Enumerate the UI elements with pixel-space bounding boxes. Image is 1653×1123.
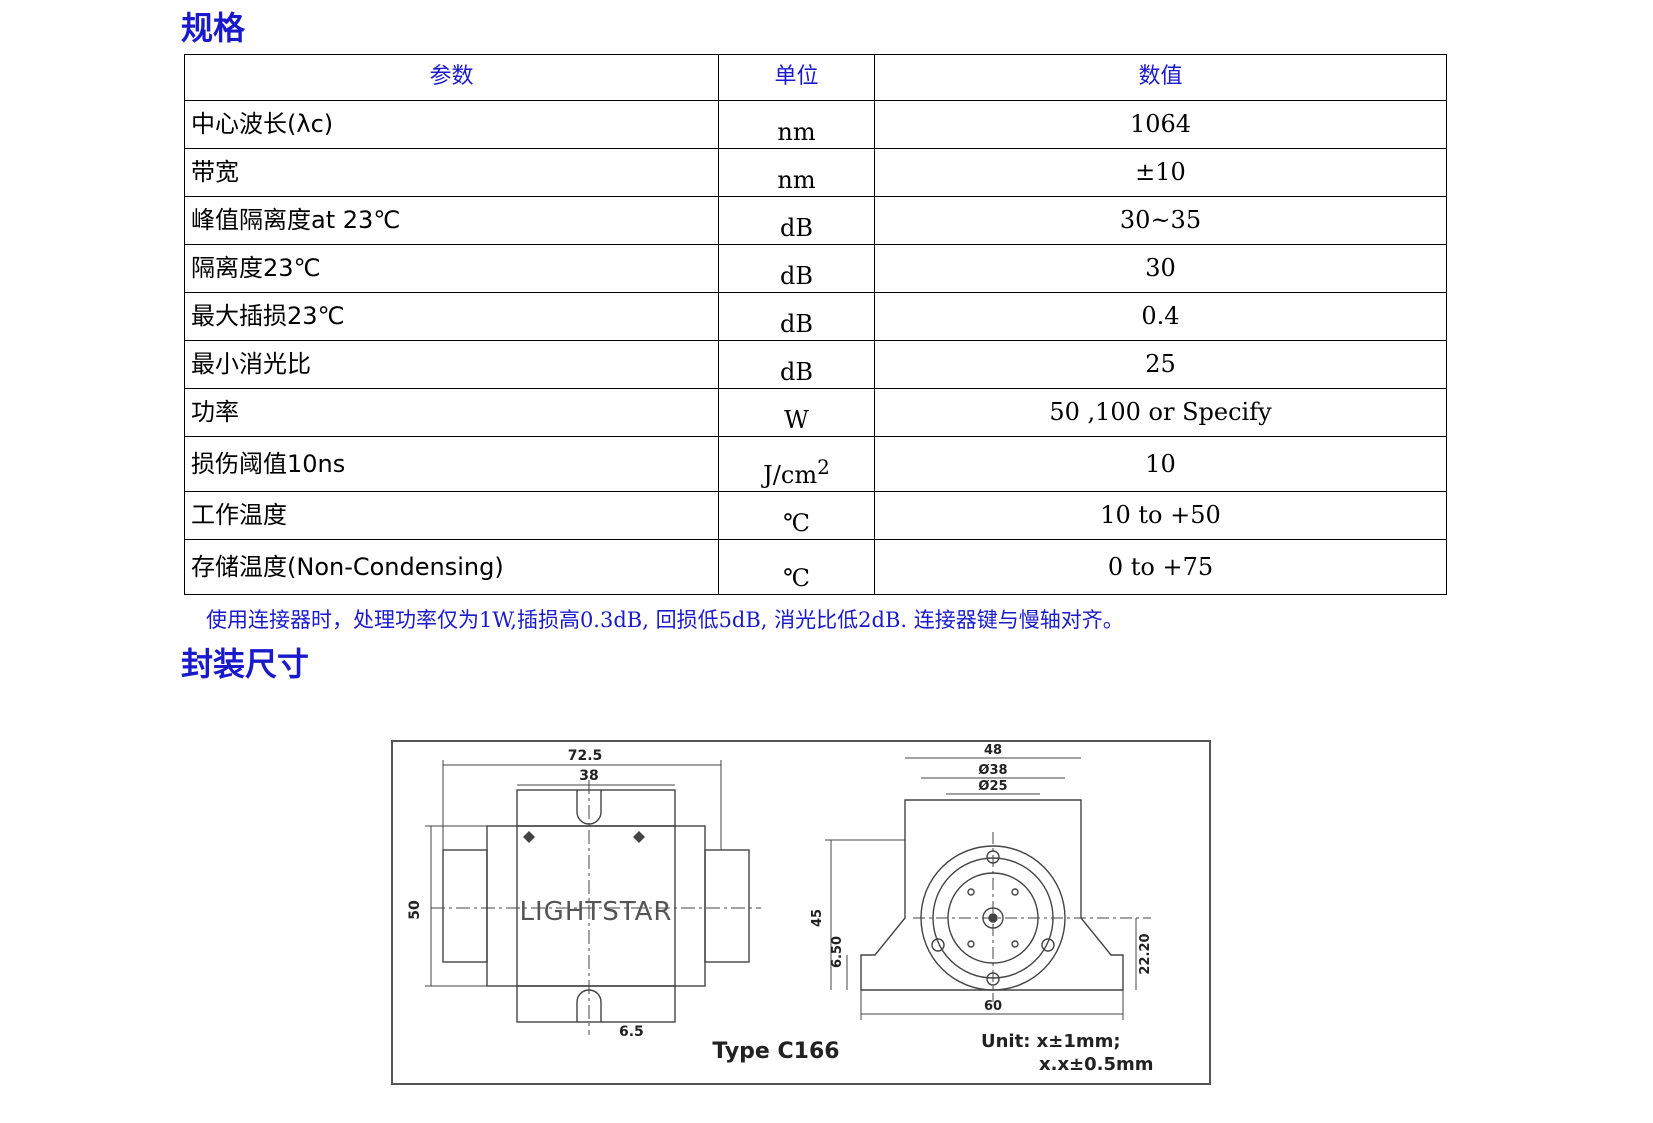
table-row: 存储温度(Non-Condensing) ℃ 0 to +75 — [184, 539, 1447, 595]
header-param: 参数 — [184, 54, 719, 101]
table-row: 峰值隔离度at 23℃ dB 30~35 — [184, 196, 1447, 245]
unit-cell: ℃ — [718, 539, 875, 595]
section-title-package: 封装尺寸 — [181, 645, 310, 683]
unit-superscript: 2 — [817, 454, 830, 479]
param-cell: 最小消光比 — [184, 340, 719, 389]
header-unit: 单位 — [718, 54, 875, 101]
dim-center-height: 22.20 — [1138, 933, 1153, 974]
value-cell: 0.4 — [874, 292, 1447, 341]
param-cell: 带宽 — [184, 148, 719, 197]
param-cell: 中心波长(λc) — [184, 100, 719, 149]
value-cell: 10 to +50 — [874, 491, 1447, 540]
table-row: 损伤阈值10ns J/cm2 10 — [184, 436, 1447, 492]
drawing-frame — [391, 740, 1211, 1085]
value-cell: 30 — [874, 244, 1447, 293]
value-cell: 0 to +75 — [874, 539, 1447, 595]
side-view — [425, 760, 761, 1035]
param-cell: 最大插损23℃ — [184, 292, 719, 341]
unit-cell: dB — [718, 340, 875, 389]
unit-line-1: Unit: x±1mm; — [981, 1031, 1121, 1052]
type-label: Type C166 — [712, 1039, 839, 1064]
value-cell: 1064 — [874, 100, 1447, 149]
param-cell: 隔离度23℃ — [184, 244, 719, 293]
dim-front-height: 45 — [810, 909, 825, 927]
table-row: 最大插损23℃ dB 0.4 — [184, 292, 1447, 341]
dim-overall-length: 72.5 — [568, 748, 603, 764]
table-row: 工作温度 ℃ 10 to +50 — [184, 491, 1447, 540]
dim-base-height: 6.50 — [830, 936, 845, 968]
table-row: 隔离度23℃ dB 30 — [184, 244, 1447, 293]
param-cell: 峰值隔离度at 23℃ — [184, 196, 719, 245]
table-row: 中心波长(λc) nm 1064 — [184, 100, 1447, 149]
brand-label: LIGHTSTAR — [520, 897, 673, 927]
dim-height: 50 — [407, 900, 423, 920]
value-cell: 10 — [874, 436, 1447, 492]
table-header-row: 参数 单位 数值 — [184, 54, 1447, 101]
unit-cell: nm — [718, 148, 875, 197]
front-view — [825, 757, 1151, 1020]
unit-cell: nm — [718, 100, 875, 149]
param-cell: 存储温度(Non-Condensing) — [184, 539, 719, 595]
unit-line-2: x.x±0.5mm — [1039, 1054, 1154, 1075]
unit-cell: dB — [718, 244, 875, 293]
unit-text: J/cm — [763, 460, 818, 489]
param-cell: 损伤阈值10ns — [184, 436, 719, 492]
table-row: 最小消光比 dB 25 — [184, 340, 1447, 389]
section-title-spec: 规格 — [181, 9, 246, 47]
unit-cell: W — [718, 388, 875, 437]
package-dimension-drawing: 72.5 38 50 6.5 LIGHTSTAR Type C166 48 Ø3… — [391, 740, 1211, 1085]
param-cell: 功率 — [184, 388, 719, 437]
param-cell: 工作温度 — [184, 491, 719, 540]
connector-note: 使用连接器时，处理功率仅为1W,插损高0.3dB, 回损低5dB, 消光比低2d… — [206, 608, 1124, 632]
unit-cell: J/cm2 — [718, 436, 875, 492]
dim-width: 48 — [984, 743, 1002, 758]
unit-cell: ℃ — [718, 491, 875, 540]
dim-slot: 6.5 — [619, 1024, 644, 1040]
spec-table: 参数 单位 数值 中心波长(λc) nm 1064 带宽 nm ±10 峰值隔离… — [184, 54, 1447, 595]
table-row: 带宽 nm ±10 — [184, 148, 1447, 197]
dim-foot-width: 60 — [984, 999, 1002, 1014]
dim-diameter-25: Ø25 — [978, 779, 1007, 794]
table-row: 功率 W 50 ,100 or Specify — [184, 388, 1447, 437]
unit-cell: dB — [718, 196, 875, 245]
unit-cell: dB — [718, 292, 875, 341]
header-value: 数值 — [874, 54, 1447, 101]
value-cell: 50 ,100 or Specify — [874, 388, 1447, 437]
value-cell: 30~35 — [874, 196, 1447, 245]
value-cell: 25 — [874, 340, 1447, 389]
dim-body-length: 38 — [579, 768, 598, 784]
dim-diameter-38: Ø38 — [978, 763, 1007, 778]
value-cell: ±10 — [874, 148, 1447, 197]
